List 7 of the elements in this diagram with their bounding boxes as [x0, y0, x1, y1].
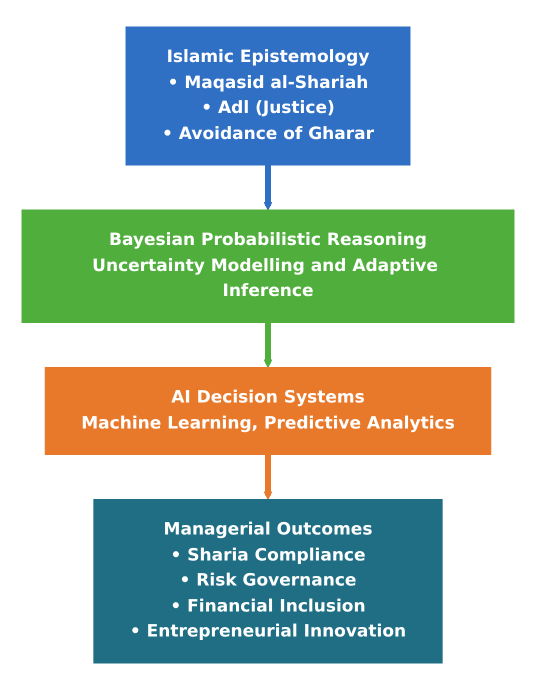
node-box: Bayesian Probabilistic Reasoning Uncertainty Modelling and Adaptive Inference — [22, 209, 514, 322]
arrow — [264, 454, 272, 500]
node-box: AI Decision Systems Machine Learning, Predictive Analytics — [44, 366, 492, 454]
arrow — [264, 164, 272, 210]
arrow — [264, 322, 272, 368]
node-box: Managerial Outcomes • Sharia Compliance • Risk Governance • Financial Inclusion • Entrepreneurial Innovation — [93, 498, 443, 663]
node-box: Islamic Epistemology • Maqasid al-Shariah • Adl (Justice) • Avoidance of Gharar — [126, 26, 410, 165]
